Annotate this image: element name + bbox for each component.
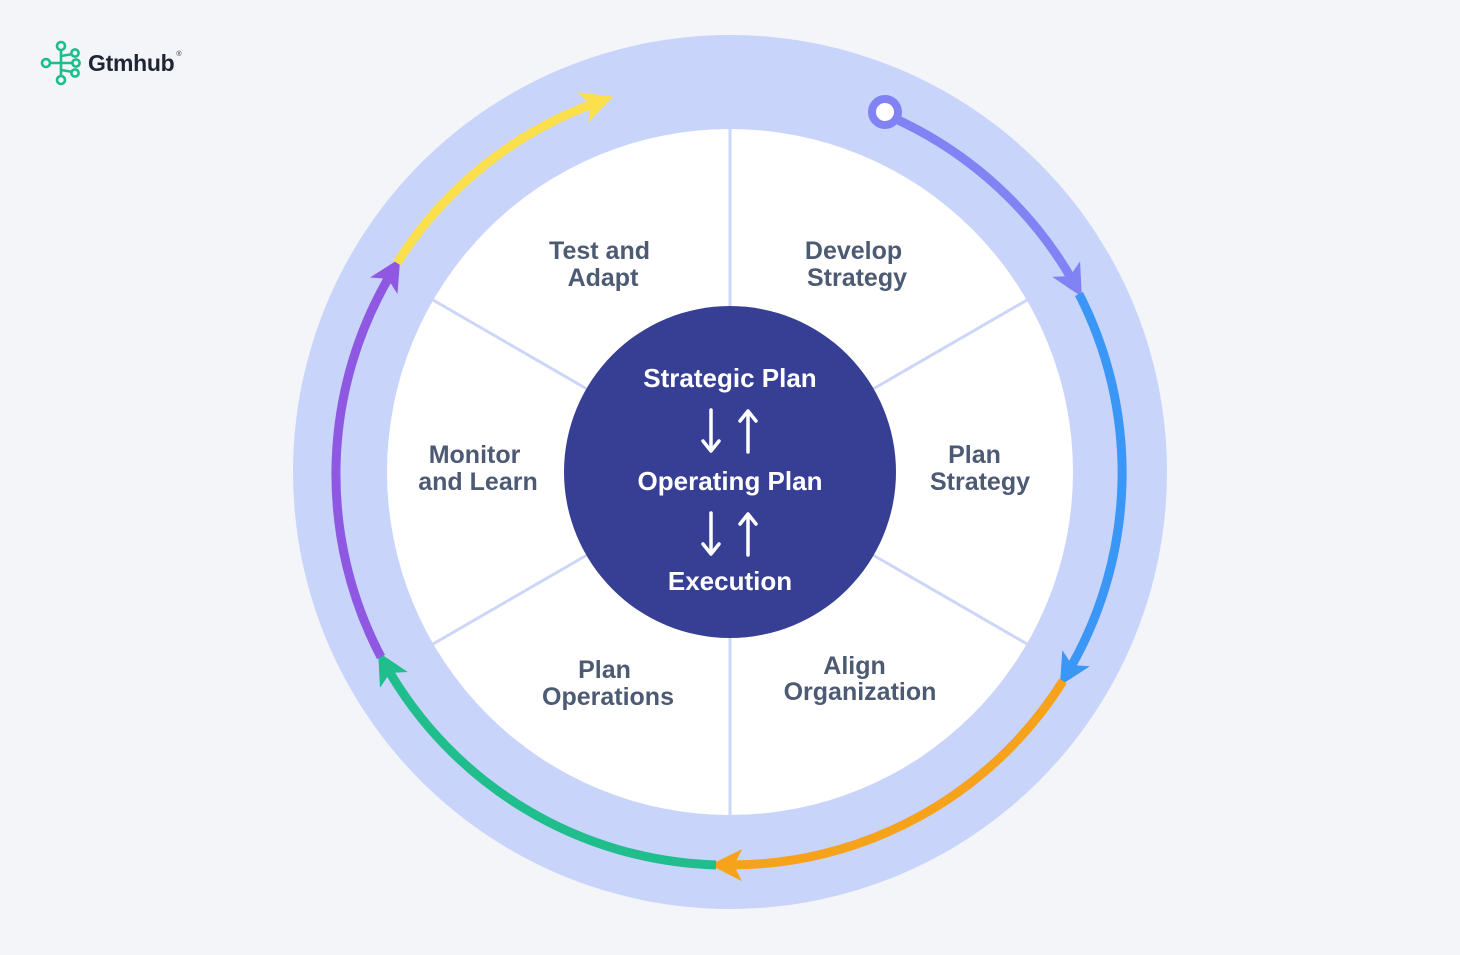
down-arrow-icon xyxy=(701,511,721,556)
arrow-align-organization xyxy=(710,678,1067,882)
center-label-operating-plan: Operating Plan xyxy=(638,466,823,496)
segment-label-align-organization: Align Organization xyxy=(784,652,937,706)
divider-top-right xyxy=(872,298,1028,391)
center-label-execution: Execution xyxy=(668,566,792,596)
arrow-test-and-adapt xyxy=(393,92,614,266)
segment-label-monitor-and-learn: Monitor and Learn xyxy=(418,441,537,496)
cycle-arrows xyxy=(331,92,1127,882)
brand-logo: Gtmhub ® xyxy=(40,40,186,86)
arrow-plan-operations xyxy=(378,652,717,870)
up-arrow-icon xyxy=(738,512,758,557)
segment-label-develop-strategy: Develop Strategy xyxy=(805,237,909,292)
arrow-plan-strategy xyxy=(1059,291,1127,686)
segment-dividers xyxy=(432,129,1028,815)
center-disc xyxy=(564,306,896,638)
arrow-develop-strategy xyxy=(896,115,1082,297)
center-label-strategic-plan: Strategic Plan xyxy=(643,363,816,393)
divider-bottom-right xyxy=(872,553,1028,646)
center-labels: Strategic Plan Operating Plan Execution xyxy=(638,363,823,596)
segment-label-plan-operations: Plan Operations xyxy=(542,656,674,711)
cycle-start-icon xyxy=(868,95,902,129)
divider-top-left xyxy=(432,298,588,391)
segment-label-plan-strategy: Plan Strategy xyxy=(930,441,1030,496)
down-arrow-icon xyxy=(701,408,721,453)
segment-labels: Develop Strategy Plan Strategy Align Org… xyxy=(418,237,1030,711)
up-arrow-icon xyxy=(738,409,758,454)
brand-name: Gtmhub xyxy=(88,49,175,76)
brand-registered-mark: ® xyxy=(176,50,182,58)
segment-label-test-and-adapt: Test and Adapt xyxy=(549,237,657,292)
center-flow-arrows xyxy=(701,408,758,557)
gtmhub-logo-icon xyxy=(40,40,81,86)
arrow-monitor-and-learn xyxy=(331,258,401,660)
divider-bottom-left xyxy=(432,553,588,646)
